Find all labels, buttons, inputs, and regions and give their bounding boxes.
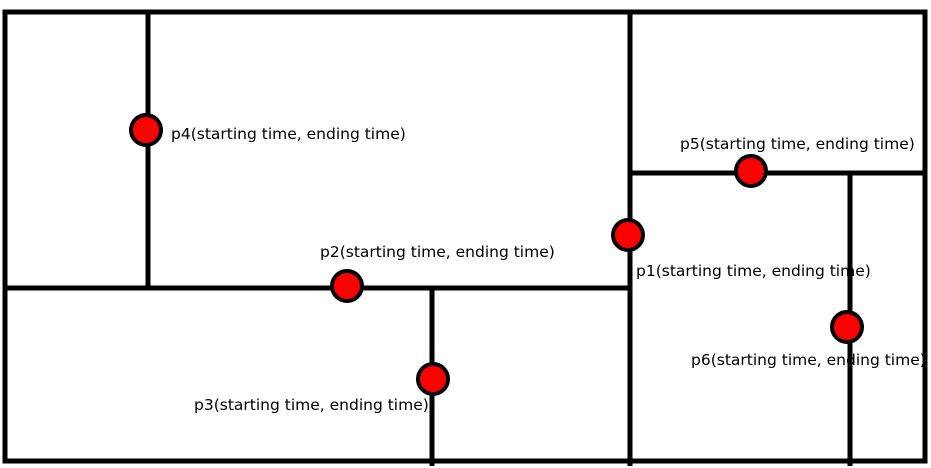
p2-label: p2(starting time, ending time) (320, 243, 555, 261)
p1-marker (611, 218, 645, 252)
p2-marker (330, 269, 364, 303)
p6-label: p6(starting time, ending time) (691, 351, 926, 369)
p3-label: p3(starting time, ending time) (194, 396, 429, 414)
p4-label: p4(starting time, ending time) (171, 125, 406, 143)
outer-frame (2, 9, 928, 464)
p6-marker (830, 310, 864, 344)
p5-label: p5(starting time, ending time) (680, 135, 915, 153)
p1-label: p1(starting time, ending time) (636, 262, 871, 280)
p4-marker (129, 113, 163, 147)
p3-marker (416, 362, 450, 396)
p5-marker (734, 154, 768, 188)
